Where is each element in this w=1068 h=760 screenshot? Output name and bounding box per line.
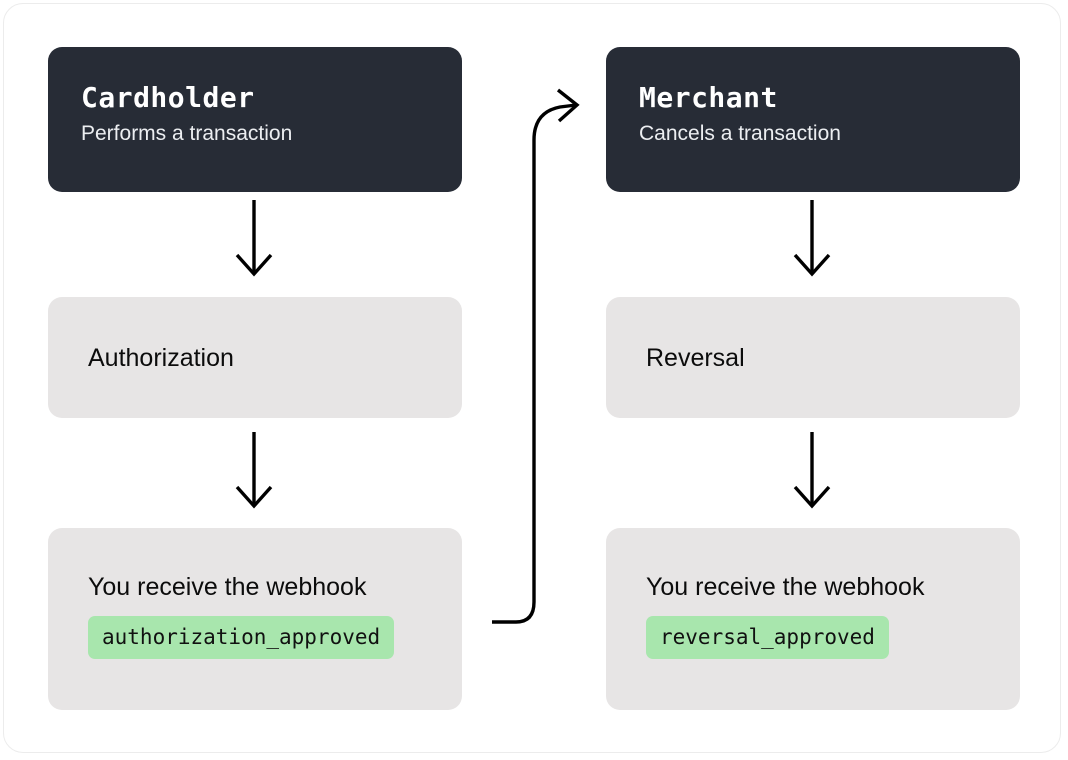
merchant-column: Merchant Cancels a transaction Reversal … [606,0,1020,760]
step-box-reversal[interactable]: Reversal [606,297,1020,418]
webhook-box-authorization[interactable]: You receive the webhook authorization_ap… [48,528,462,710]
step-label-reversal: Reversal [646,343,745,372]
actor-subtitle-cardholder: Performs a transaction [81,122,293,145]
arrow-down-icon-cardholder-to-authorization [235,200,273,277]
actor-subtitle-merchant: Cancels a transaction [639,122,841,145]
webhook-event-badge-reversal-approved: reversal_approved [646,616,889,659]
webhook-event-badge-authorization-approved: authorization_approved [88,616,395,659]
arrow-down-icon-reversal-to-webhook [793,432,831,509]
step-box-authorization[interactable]: Authorization [48,297,462,418]
arrow-down-icon-merchant-to-reversal [793,200,831,277]
actor-title-merchant: Merchant [639,81,778,114]
arrow-down-icon-authorization-to-webhook [235,432,273,509]
step-label-authorization: Authorization [88,343,234,372]
webhook-box-reversal[interactable]: You receive the webhook reversal_approve… [606,528,1020,710]
actor-card-merchant[interactable]: Merchant Cancels a transaction [606,47,1020,192]
actor-card-cardholder[interactable]: Cardholder Performs a transaction [48,47,462,192]
cardholder-column: Cardholder Performs a transaction Author… [48,0,462,760]
webhook-label-reversal: You receive the webhook [646,573,925,601]
arrow-curved-icon-authorization-webhook-to-merchant [492,88,580,624]
actor-title-cardholder: Cardholder [81,81,255,114]
webhook-label-authorization: You receive the webhook [88,573,367,601]
